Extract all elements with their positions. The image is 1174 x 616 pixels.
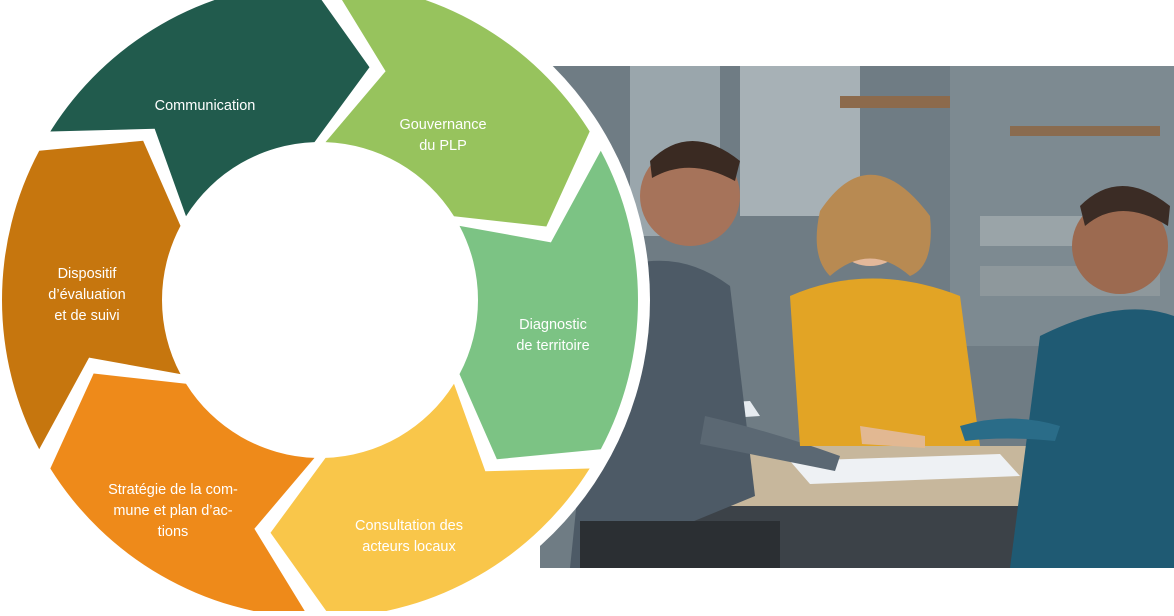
cycle-segment-strategie [50, 373, 315, 616]
cycle-segment-diagnostic [459, 150, 638, 460]
segment-label-consultation: Consultation des acteurs locaux [354, 518, 463, 555]
cycle-segment-gouvernance [325, 0, 590, 227]
cycle-segment-consultation [270, 383, 590, 616]
segment-label-diagnostic: Diagnostic de territoire [516, 317, 590, 354]
cycle-segment-dispositif [2, 140, 181, 450]
process-cycle-diagram: Communication Gouvernance du PLP Diagnos… [2, 0, 638, 616]
cycle-segment-communication [50, 0, 370, 217]
segment-label-dispositif: Dispositif d’évaluation et de suivi [48, 266, 126, 324]
wheel-hub [167, 147, 473, 453]
segment-label-strategie: Stratégie de la com- mune et plan d’ac- … [108, 482, 238, 540]
team-meeting-illustration [540, 66, 1174, 568]
cycle-wheel [2, 0, 638, 616]
team-meeting-photo [540, 66, 1174, 568]
segment-label-communication: Communication [154, 98, 256, 114]
segment-label-gouvernance: Gouvernance du PLP [399, 117, 487, 154]
